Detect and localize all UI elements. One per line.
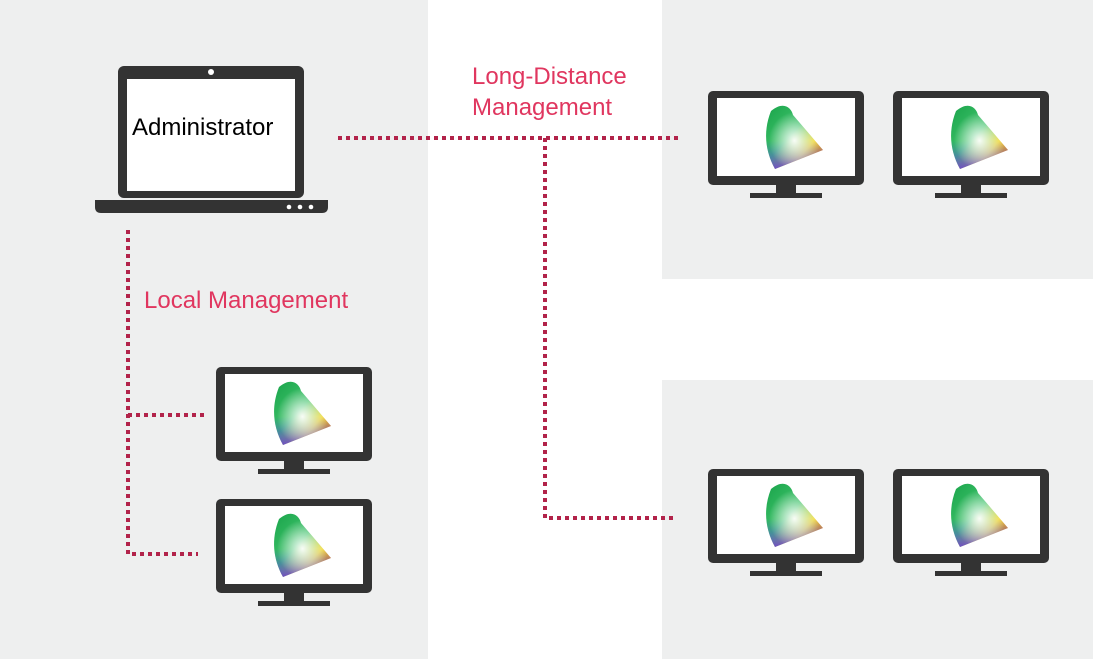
monitor-icon (216, 499, 372, 606)
remote-bottom-monitor-1 (706, 467, 866, 585)
remote-bottom-monitor-2 (891, 467, 1051, 585)
administrator-label: Administrator (132, 114, 274, 141)
remote-top-monitor-1 (706, 89, 866, 207)
monitor-icon (893, 469, 1049, 576)
long-distance-label-line-1: Long-Distance (472, 63, 627, 90)
local-monitor-2 (214, 497, 374, 615)
local-management-label: Local Management (144, 287, 349, 314)
monitor-icon (893, 91, 1049, 198)
long-distance-label: Long-Distance Management (472, 61, 627, 123)
monitor-icon (708, 469, 864, 576)
monitor-icon (216, 367, 372, 474)
remote-top-monitor-2 (891, 89, 1051, 207)
monitor-icon (708, 91, 864, 198)
local-monitor-1 (214, 365, 374, 483)
long-distance-connector (338, 136, 682, 520)
local-connector (126, 230, 204, 556)
long-distance-label-line-2: Management (472, 94, 613, 121)
laptop-icon (95, 66, 328, 213)
